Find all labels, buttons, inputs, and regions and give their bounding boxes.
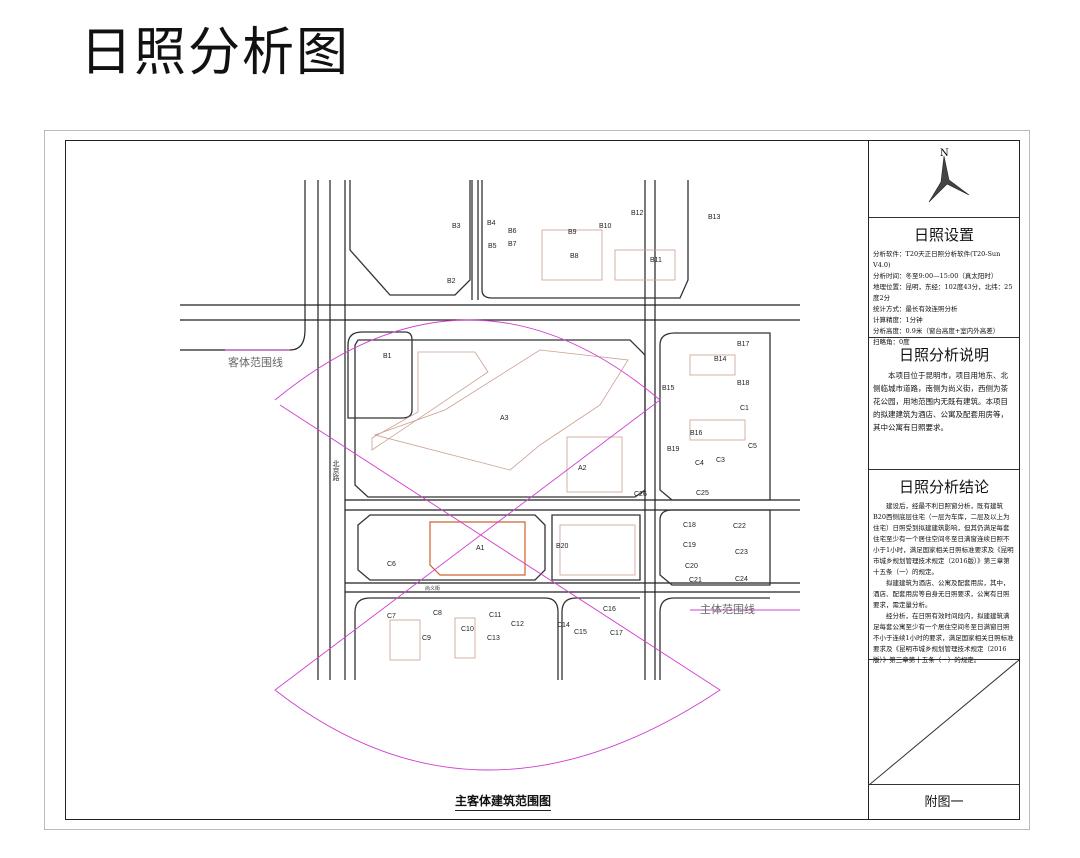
conclusion-paragraph: 建设后，经最不利日照窗分析，既有建筑B20西侧底层住宅（一层为车库，二层及以上为… (873, 502, 1014, 576)
conclusion-paragraph: 经分析，在日照有效时间段内，拟建建筑满足每套公寓至少有一个居住空间冬至日满窗日照… (873, 612, 1014, 664)
building-label: C18 (683, 522, 696, 529)
figure-number: 附图一 (924, 795, 964, 810)
info-panel: N 日照设置 分析软件：T20天正日照分析软件(T20-Sun V4.0) 分析… (868, 140, 1020, 820)
building-label: C11 (489, 612, 501, 619)
building-label: C6 (387, 561, 396, 568)
building-label: C23 (735, 549, 748, 556)
road-label-shangyi: 尚义街 (425, 585, 440, 592)
blocks (347, 180, 771, 680)
building-label: C16 (603, 606, 616, 613)
building-label: A2 (578, 465, 587, 472)
settings-line: 分析高度：0.9米（窗台高度+室内外高差） (873, 327, 1000, 335)
settings-section: 日照设置 分析软件：T20天正日照分析软件(T20-Sun V4.0) 分析时间… (869, 218, 1019, 346)
settings-line: 统计方式：最长有效连照分析 (873, 305, 958, 313)
building-label: C15 (574, 629, 587, 636)
settings-line: 分析软件：T20天正日照分析软件(T20-Sun V4.0) (873, 250, 1001, 269)
subject-range-label: 主体范围线 (700, 602, 755, 616)
stamp-box (869, 660, 1019, 785)
building-label: B13 (708, 214, 721, 221)
conclusion-heading: 日照分析结论 (898, 478, 989, 496)
building-label: A3 (500, 415, 509, 422)
settings-heading: 日照设置 (913, 226, 974, 244)
building-labels: B1 B2 B3 B4 B5 B6 B7 B8 B9 B10 B11 B12 B… (383, 210, 757, 642)
client-range-label: 客体范围线 (228, 355, 283, 369)
building-label: C5 (748, 443, 757, 450)
building-label: B17 (737, 341, 750, 348)
description-heading: 日照分析说明 (898, 346, 989, 364)
range-line (225, 319, 800, 771)
drawing-frame (65, 140, 1020, 820)
building-label: C24 (735, 576, 748, 583)
settings-line: 计算精度：1分钟 (873, 316, 923, 324)
building-label: B15 (662, 385, 675, 392)
building-label: C14 (557, 622, 570, 629)
building-label: C3 (716, 457, 725, 464)
conclusion-section: 日照分析结论 建设后，经最不利日照窗分析，既有建筑B20西侧底层住宅（一层为车库… (869, 470, 1019, 664)
building-label: B16 (690, 430, 703, 437)
building-label: C13 (487, 635, 500, 642)
north-arrow-icon: N (928, 148, 970, 203)
building-label: C19 (683, 542, 696, 549)
settings-line: 扫略角：0度 (873, 338, 910, 346)
building-label: B7 (508, 241, 517, 248)
building-label: B9 (568, 229, 577, 236)
building-label: B8 (570, 253, 579, 260)
description-text: 本项目位于昆明市，项目用地东、北侧临城市道路，南侧为尚义街，西侧为茶花公园，用地… (873, 371, 1008, 432)
settings-line: 分析时间：冬至9:00—15:00（真太阳时） (873, 272, 998, 280)
building-label: C26 (634, 491, 647, 498)
building-label: B1 (383, 353, 392, 360)
building-label: A1 (476, 545, 485, 552)
settings-line: 地理位置：昆明，东经：102度43分，北纬：25度2分 (873, 283, 1013, 302)
road-label-beijing: 北京路 (332, 460, 340, 482)
building-label: B14 (714, 356, 727, 363)
map-caption: 主客体建筑范围图 (455, 792, 552, 811)
building-label: B3 (452, 223, 461, 230)
building-outlines (371, 229, 746, 661)
building-label: C8 (433, 610, 442, 617)
building-label: C10 (461, 626, 474, 633)
building-label: C4 (695, 460, 704, 467)
building-label: B4 (487, 220, 496, 227)
building-label: B2 (447, 278, 456, 285)
building-label: B18 (737, 380, 750, 387)
building-label: C17 (610, 630, 623, 637)
building-label: C22 (733, 523, 746, 530)
building-label: B10 (599, 223, 612, 230)
building-label: C25 (696, 490, 709, 497)
conclusion-paragraph: 拟建建筑为酒店、公寓及配套用房，其中，酒店、配套用房等自身无日照要求，公寓有日照… (873, 579, 1010, 609)
building-label: B12 (631, 210, 644, 217)
building-label: C9 (422, 635, 431, 642)
subject-building-outline (429, 521, 526, 576)
building-label: C20 (685, 563, 698, 570)
building-label: C12 (511, 621, 524, 628)
svg-text:N: N (940, 148, 949, 159)
building-label: C21 (689, 577, 702, 584)
building-label: C7 (387, 613, 396, 620)
building-label: B5 (488, 243, 497, 250)
drawing-sheet (44, 130, 1030, 830)
building-label: B11 (650, 257, 662, 264)
building-label: B20 (556, 543, 569, 550)
building-label: B6 (508, 228, 517, 235)
building-label: C1 (740, 405, 749, 412)
compass-section: N (869, 140, 1019, 218)
description-section: 日照分析说明 本项目位于昆明市，项目用地东、北侧临城市道路，南侧为尚义街，西侧为… (869, 338, 1019, 470)
building-label: B19 (667, 446, 680, 453)
page-title: 日照分析图 (80, 23, 351, 83)
